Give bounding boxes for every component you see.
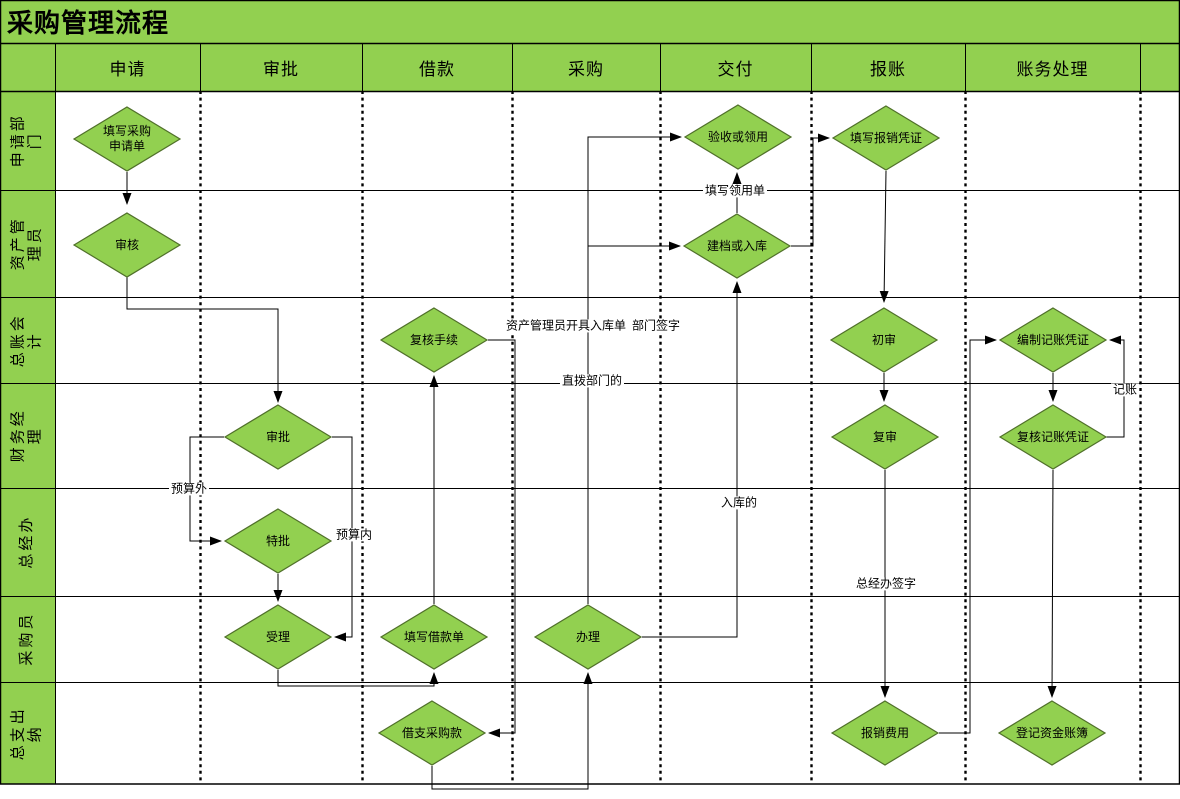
lane-header-column: [0, 91, 55, 784]
flow-node-shape-fill-loan-form: [379, 604, 489, 670]
flow-edge-archive-to-voucher: [791, 133, 830, 247]
column-header-purchase: 采购: [568, 59, 604, 79]
column-header-delivery: 交付: [717, 59, 754, 79]
flow-node-label-review: 审核: [114, 237, 139, 252]
flow-edge-borrow-to-handle: [431, 672, 593, 790]
flow-node-shape-accept: [223, 604, 333, 670]
flow-node-label-archive-or-warehouse: 建档或入库: [706, 238, 767, 253]
flow-node-shape-recheck-procedure: [379, 307, 489, 373]
flow-node-shape-borrow-purchase-funds: [377, 700, 487, 766]
flow-node-shape-archive-or-warehouse: [682, 213, 792, 279]
edge-label-warehoused-note: 入库的: [718, 495, 760, 510]
flow-node-shape-reimburse-expenses: [830, 700, 940, 766]
flow-node-label-register-fund-ledger: 登记资金账簿: [1015, 725, 1088, 740]
flow-node-label-accept: 受理: [265, 629, 290, 644]
flow-node-label-prepare-accounting-voucher: 编制记账凭证: [1016, 332, 1089, 347]
flow-node-label-fill-loan-form: 填写借款单: [403, 629, 464, 644]
edge-label-fill-requisition-note: 填写领用单: [702, 183, 768, 198]
column-header-reimburse: 报账: [870, 59, 906, 79]
flow-edge-recheckvoucher-to-ledger: [1047, 469, 1057, 698]
flow-node-shape-prepare-accounting-voucher: [998, 307, 1108, 373]
flow-edge-voucher-to-firstreview: [879, 170, 889, 303]
flow-node-label-special-approve: 特批: [265, 533, 290, 548]
flow-node-label-borrow-purchase-funds: 借支采购款: [401, 725, 462, 740]
page-title: 采购管理流程: [7, 9, 170, 38]
flow-node-shape-register-fund-ledger: [997, 700, 1107, 766]
flow-node-label-fill-reimbursement-voucher: 填写报销凭证: [849, 130, 922, 145]
flow-node-shape-approve: [223, 404, 333, 470]
flow-node-label-second-review: 复审: [872, 429, 897, 444]
flow-edge-recheck-to-borrow: [488, 339, 516, 738]
flow-node-label-reimburse-expenses: 报销费用: [860, 725, 909, 740]
flow-node-shape-second-review: [830, 404, 940, 470]
flow-node-shape-review: [72, 212, 182, 278]
flow-node-label-recheck-accounting-voucher: 复核记账凭证: [1016, 429, 1089, 444]
flow-node-label-recheck-procedure: 复核手续: [409, 332, 458, 347]
flow-node-shape-special-approve: [223, 508, 333, 574]
flow-node-label-handle: 办理: [575, 629, 600, 644]
flow-edge-expenses-to-prepare: [939, 335, 997, 734]
flow-node-shape-fill-reimbursement-voucher: [831, 105, 941, 171]
flow-edge-handle-to-archive-bottom: [642, 281, 742, 638]
flow-node-label-approve: 审批: [265, 429, 290, 444]
edge-label-general-office-signature-note: 总经办签字: [853, 576, 919, 591]
edge-label-over-budget-note: 预算外: [168, 481, 210, 496]
flow-node-shape-handle: [533, 604, 643, 670]
flow-node-shape-first-review: [829, 307, 939, 373]
flow-node-shape-fill-purchase-request: [72, 106, 182, 172]
flow-node-label-first-review: 初审: [871, 332, 896, 347]
column-header-approve: 审批: [263, 59, 299, 79]
flow-node-label-fill-purchase-request: 填写采购 申请单: [102, 124, 151, 153]
column-header-accounting: 账务处理: [1016, 59, 1089, 79]
flow-node-shape-acceptance-or-collection: [683, 104, 793, 170]
flow-nodes: [72, 104, 1108, 766]
flow-edge-review-to-approve: [126, 277, 283, 403]
flow-node-shape-recheck-accounting-voucher: [998, 404, 1108, 470]
column-header-loan: 借款: [419, 59, 455, 79]
flow-node-label-acceptance-or-collection: 验收或领用: [707, 129, 768, 144]
flow-edge-handle-to-acceptance: [587, 132, 682, 604]
edge-label-bookkeeping-note: 记账: [1110, 382, 1140, 397]
column-header-apply: 申请: [109, 59, 146, 79]
edge-label-direct-allocation-note: 直拨部门的: [559, 373, 625, 388]
column-header-row: [0, 43, 1180, 91]
edge-label-asset-manager-signature-note: 资产管理员开具入库单 部门签字: [503, 318, 683, 333]
edge-label-within-budget-note: 预算内: [333, 527, 375, 542]
title-bar: 采购管理流程: [0, 0, 1180, 43]
flow-edge-accept-to-loanform: [277, 670, 439, 687]
